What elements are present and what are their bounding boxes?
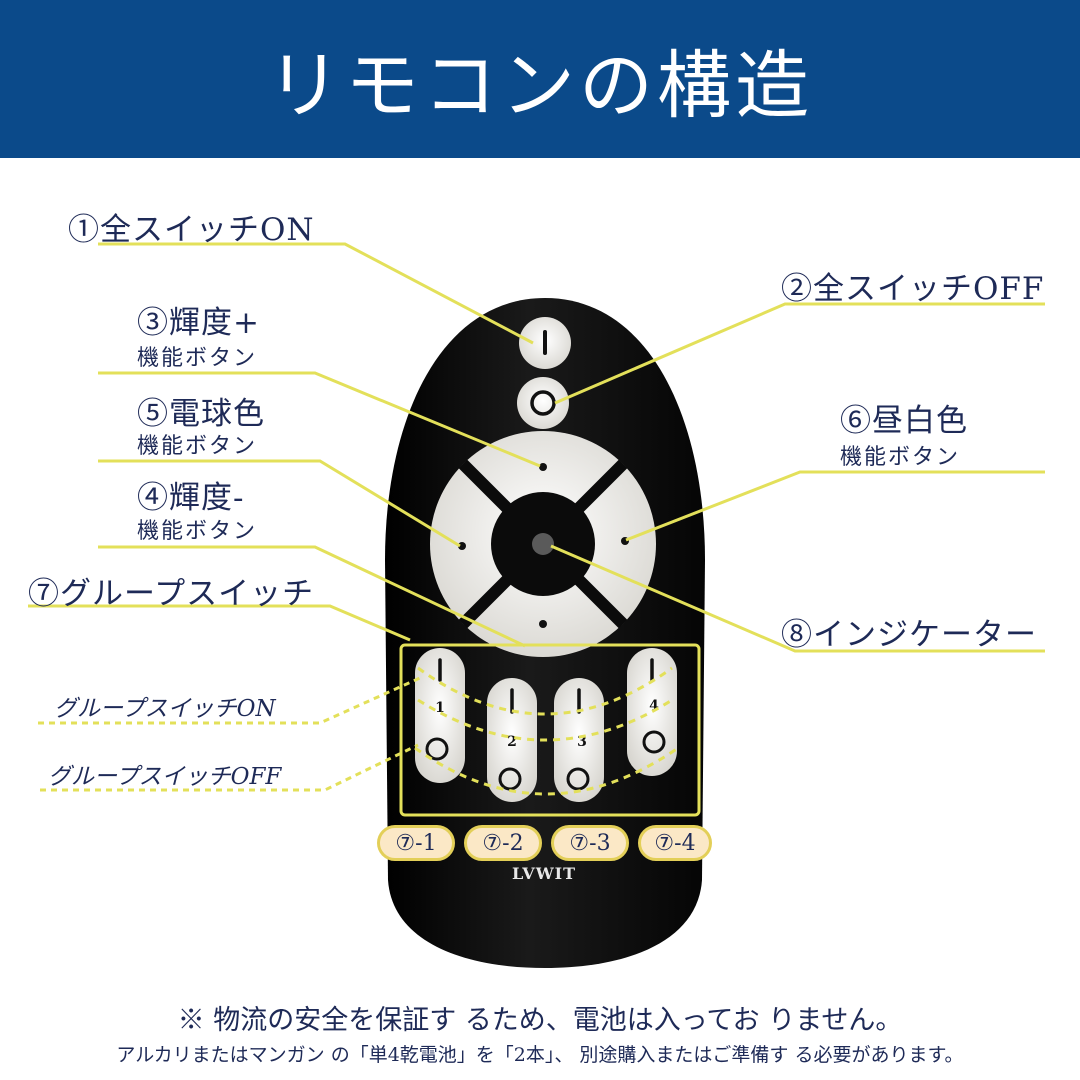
group-on-leader xyxy=(38,676,421,725)
group-buttons: 1 2 3 4 xyxy=(415,648,677,802)
group-on-arc xyxy=(417,666,673,716)
label-warm-sub: 機能ボタン xyxy=(137,434,258,459)
group-tag-1: ⑦-1 xyxy=(377,825,455,861)
brightness-down-button[interactable] xyxy=(539,620,547,628)
brand-logo: LVWIT xyxy=(511,864,577,883)
warm-leader xyxy=(98,371,541,468)
group-highlight-box xyxy=(399,643,701,817)
all-on-leader xyxy=(98,242,534,345)
all-off-leader xyxy=(554,302,1045,405)
group-1-number: 1 xyxy=(435,700,445,716)
group-label-leaders xyxy=(38,676,421,792)
group-2-number: 2 xyxy=(507,734,517,750)
footnote-line-1: ※ 物流の安全を保証す るため、電池は入ってお りません。 xyxy=(177,1005,903,1036)
group-switch-leader xyxy=(98,545,526,648)
callout-lines xyxy=(28,242,1045,653)
page-title: リモコンの構造 xyxy=(267,42,813,129)
label-brightness-down-sub: 機能ボタン xyxy=(137,519,258,544)
label-brightness-down: ④輝度- xyxy=(137,480,245,516)
warm-button[interactable] xyxy=(458,542,466,550)
label-all-on: ①全スイッチON xyxy=(68,212,315,248)
all-off-button[interactable] xyxy=(517,377,569,429)
group-on-arc-2 xyxy=(417,698,673,742)
group-tag-3: ⑦-3 xyxy=(551,825,629,861)
label-brightness-up: ③輝度+ xyxy=(137,305,260,341)
group-tag-4: ⑦-4 xyxy=(638,825,712,861)
group-switch-top-leader xyxy=(28,604,411,642)
daylight-leader xyxy=(625,470,1045,542)
label-daylight-sub: 機能ボタン xyxy=(840,445,961,470)
label-daylight: ⑥昼白色 xyxy=(840,403,968,439)
group-4-number: 4 xyxy=(649,698,659,714)
header-banner: リモコンの構造 xyxy=(0,0,1080,158)
footnote-line-2: アルカリまたはマンガン の「単4乾電池」を「2本」、 別途購入またはご準備す る… xyxy=(116,1044,964,1066)
label-indicator: ⑧インジケーター xyxy=(781,617,1037,653)
group-off-arc xyxy=(414,746,679,796)
group-1-button[interactable] xyxy=(415,648,465,783)
label-group-switch: ⑦グループスイッチ xyxy=(28,576,315,612)
label-warm: ⑤電球色 xyxy=(137,396,265,432)
label-group-off: グループスイッチOFF xyxy=(48,764,282,790)
indicator-light xyxy=(532,533,554,555)
indicator-leader xyxy=(550,544,1045,653)
group-off-leader xyxy=(40,743,419,792)
group-4-button[interactable] xyxy=(627,648,677,776)
label-group-on: グループスイッチON xyxy=(54,696,276,722)
group-tag-2: ⑦-2 xyxy=(464,825,542,861)
dpad xyxy=(430,431,656,657)
brightness-up-button[interactable] xyxy=(539,463,547,471)
label-all-off: ②全スイッチOFF xyxy=(781,271,1045,307)
label-brightness-up-sub: 機能ボタン xyxy=(137,346,258,371)
group-3-number: 3 xyxy=(577,734,587,750)
all-on-button[interactable] xyxy=(519,317,571,369)
brightness-down-leader xyxy=(98,459,461,548)
